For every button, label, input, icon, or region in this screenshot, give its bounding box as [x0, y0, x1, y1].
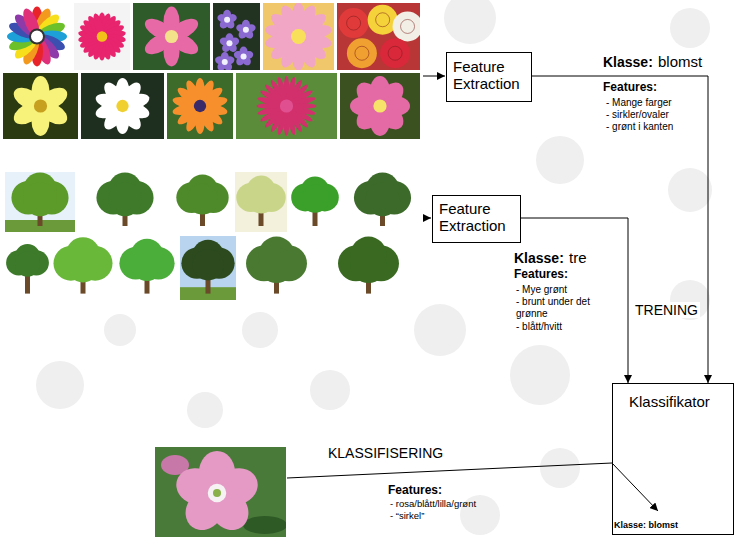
- feature-extraction-box: Feature Extraction: [446, 52, 532, 102]
- feature-item: - grønt i kanten: [606, 121, 673, 133]
- feature-extraction-box: Feature Extraction: [432, 195, 521, 243]
- flower-photo: [3, 3, 71, 70]
- features-heading: Features:: [603, 81, 657, 95]
- background-dots: [36, 0, 712, 535]
- features-heading: Features:: [388, 484, 442, 498]
- node-text: Feature Extraction: [453, 58, 525, 93]
- feature-item: - sirkler/ovaler: [606, 109, 669, 121]
- connector: [532, 76, 708, 383]
- tree-photo: [52, 236, 114, 300]
- feature-item: - “sirkel”: [390, 511, 424, 522]
- node-text: Feature Extraction: [439, 200, 514, 235]
- stage-title: KLASSIFISERING: [328, 445, 443, 461]
- flower-photo: [236, 73, 337, 139]
- flower-photo: [340, 73, 420, 139]
- feature-item: - brunt under det grønne: [516, 296, 594, 319]
- flower-photo: [81, 73, 164, 139]
- class-name: blomst: [658, 53, 702, 70]
- flower-photo: [263, 3, 334, 70]
- tree-photo: [80, 172, 170, 232]
- feature-item: - blått/hvitt: [516, 321, 562, 333]
- input-arrow: [423, 218, 431, 219]
- class-heading: Klasse:: [603, 54, 653, 70]
- flower-photo: [167, 73, 233, 139]
- tree-photo: [175, 172, 230, 232]
- tree-photo: [240, 236, 313, 300]
- result-label: Klasse: blomst: [614, 520, 678, 530]
- tree-photo: [290, 172, 340, 232]
- input-arrow: [423, 76, 445, 77]
- feature-item: - rosa/blått/lilla/grønt: [390, 499, 476, 510]
- tree-photo: [317, 236, 420, 300]
- tree-photo: [5, 172, 75, 232]
- flower-photo: [133, 3, 210, 70]
- classification-line: [287, 463, 658, 511]
- flower-photo: [3, 73, 78, 139]
- tree-photo: [345, 172, 420, 232]
- classifier-box: Klassifikator: [612, 383, 734, 535]
- flower-photo: [213, 3, 260, 70]
- class-name: tre: [569, 249, 587, 266]
- feature-item: - Mye grønt: [516, 284, 567, 296]
- node-text: Klassifikator: [629, 393, 710, 410]
- classified-flower-photo: [155, 447, 286, 537]
- features-heading: Features:: [514, 268, 568, 282]
- tree-photo: [5, 236, 50, 300]
- tree-photo: [180, 236, 236, 300]
- edge-label: TRENING: [633, 302, 700, 318]
- tree-photo: [235, 172, 287, 232]
- flower-photo: [74, 3, 130, 70]
- class-heading: Klasse:: [514, 250, 564, 266]
- tree-photo: [118, 236, 176, 300]
- feature-item: - Mange farger: [606, 97, 672, 109]
- flower-photo: [337, 3, 420, 70]
